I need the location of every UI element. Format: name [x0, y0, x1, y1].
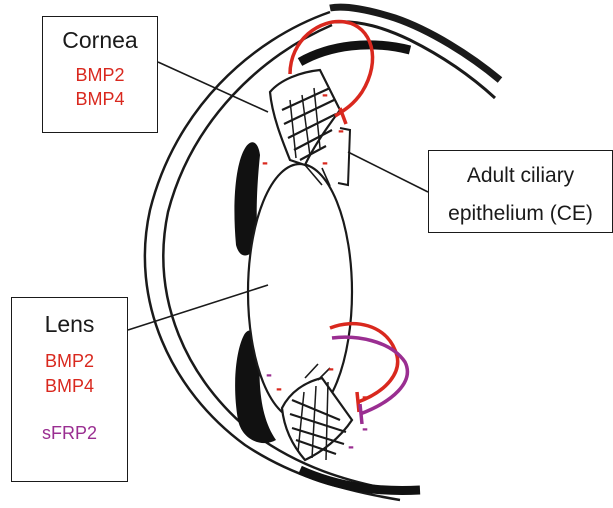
pigment-band-lower: [300, 470, 420, 490]
lens-shape: [248, 164, 352, 420]
ciliary-epithelium-label-box: Adult ciliary epithelium (CE): [428, 150, 613, 233]
cornea-gene: BMP4: [43, 87, 157, 111]
cornea-gene: BMP2: [43, 63, 157, 87]
lens-pointer: [128, 285, 268, 330]
minus-mark: -: [266, 364, 272, 385]
minus-mark: -: [338, 120, 344, 141]
lens-title: Lens: [12, 311, 127, 338]
pigment-band-upper: [300, 45, 410, 62]
ce-title-line1: Adult ciliary: [429, 162, 612, 189]
bmp-inhibit-bar-lower: [357, 392, 359, 412]
cornea-label-box: Cornea BMP2 BMP4: [42, 16, 158, 133]
lens-label-box: Lens BMP2 BMP4 sFRP2: [11, 297, 128, 482]
minus-mark: -: [322, 84, 328, 105]
minus-mark: -: [362, 386, 368, 407]
cornea-title: Cornea: [43, 27, 157, 54]
minus-mark: -: [328, 358, 334, 379]
ce-pointer: [348, 152, 428, 192]
minus-mark: -: [348, 436, 354, 457]
lens-gene: BMP4: [12, 374, 127, 399]
lens-gene: BMP2: [12, 349, 127, 374]
minus-mark: -: [276, 378, 282, 399]
minus-mark: -: [262, 152, 268, 173]
ce-title-line2: epithelium (CE): [429, 200, 612, 227]
cornea-pointer: [158, 62, 268, 112]
minus-mark: -: [322, 152, 328, 173]
minus-mark: -: [362, 418, 368, 439]
lens-gene: sFRP2: [12, 421, 127, 446]
